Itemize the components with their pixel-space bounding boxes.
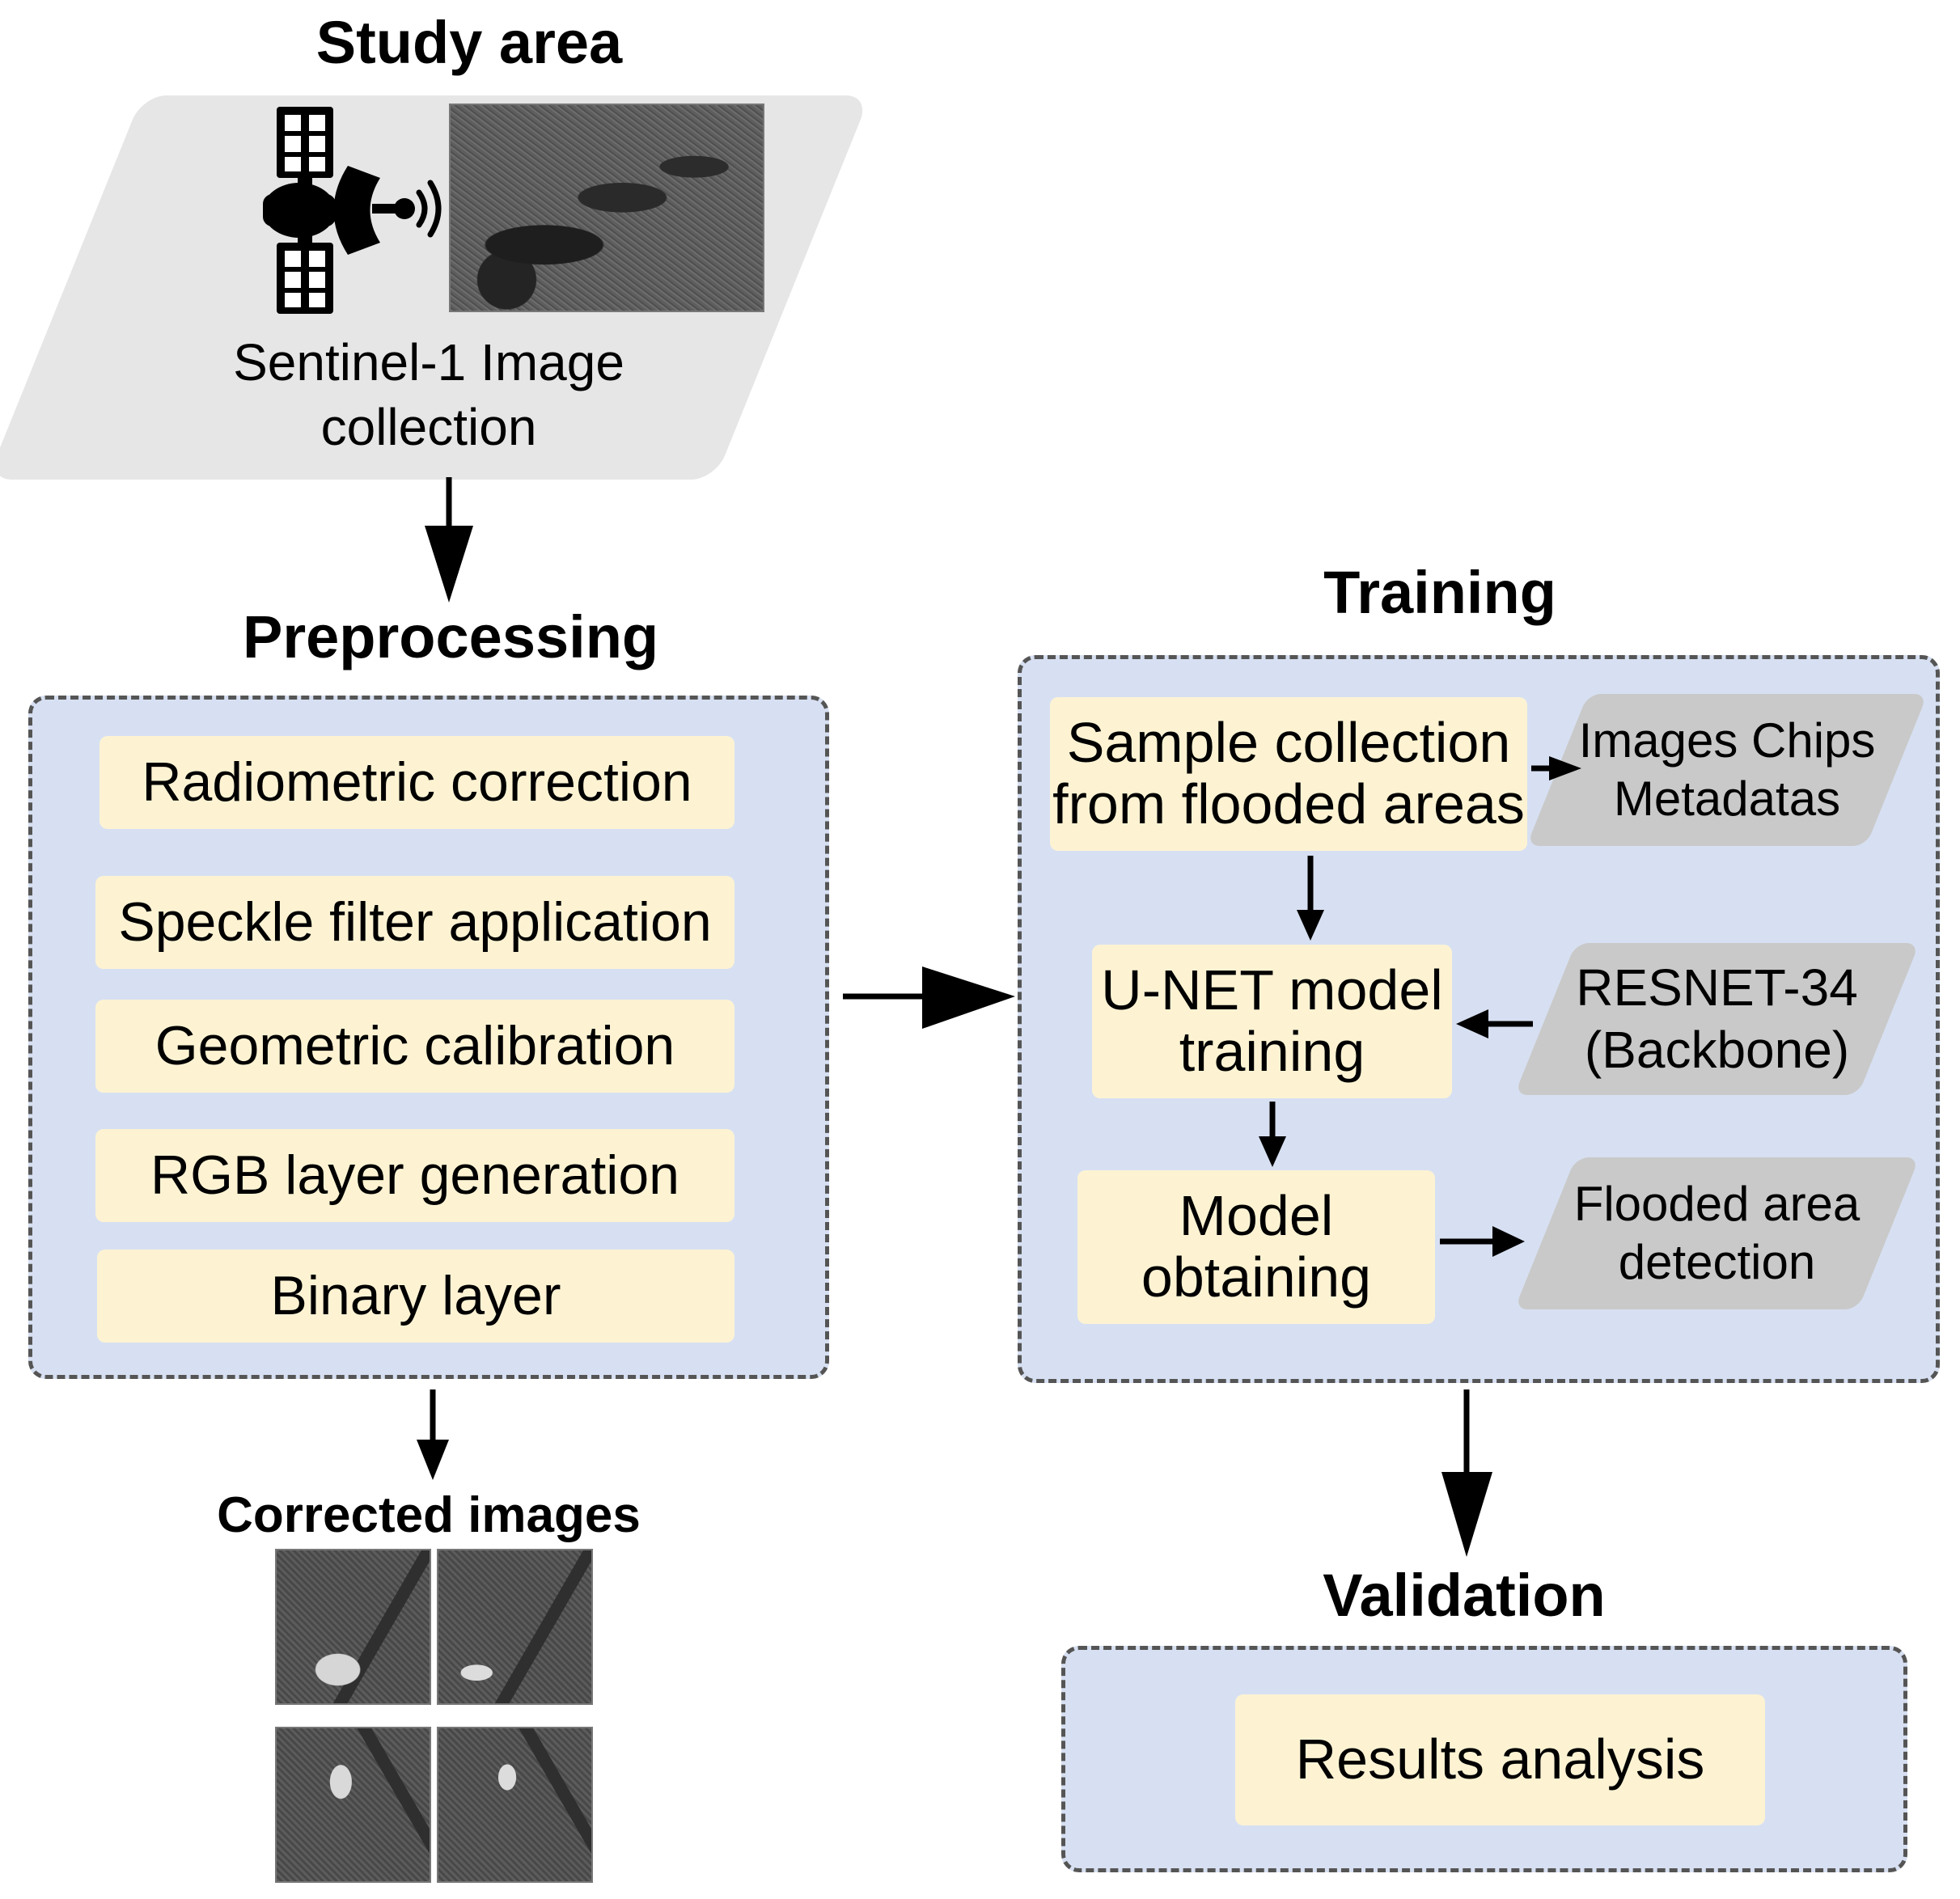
arrow-model-to-flooded-head	[1492, 1226, 1525, 1257]
study-area-caption-line1: Sentinel-1 Image	[233, 333, 624, 391]
corrected-image-1	[275, 1549, 431, 1705]
model-obtaining-line2: obtaining	[1141, 1246, 1372, 1309]
sentinel-sar-image	[449, 104, 764, 312]
preprocessing-step-binary: Binary layer	[97, 1250, 734, 1343]
results-analysis-step: Results analysis	[1235, 1694, 1765, 1825]
training-title: Training	[1323, 559, 1556, 626]
study-area-title: Study area	[315, 9, 623, 76]
corrected-images-title: Corrected images	[217, 1487, 641, 1543]
validation-title: Validation	[1323, 1562, 1606, 1629]
flooded-area-line1: Flooded area	[1573, 1177, 1861, 1231]
resnet-backbone-data: RESNET-34 (Backbone)	[1514, 943, 1920, 1095]
corrected-image-2	[437, 1549, 593, 1705]
sample-collection-line1: Sample collection	[1066, 711, 1511, 775]
preprocessing-title: Preprocessing	[243, 603, 659, 670]
unet-training-line2: training	[1179, 1020, 1365, 1083]
resnet-line1: RESNET-34	[1576, 958, 1858, 1017]
validation-group	[1061, 1646, 1907, 1872]
resnet-line2: (Backbone)	[1584, 1021, 1850, 1079]
model-obtaining-line1: Model	[1179, 1184, 1334, 1248]
sample-collection-line2: from flooded areas	[1052, 772, 1525, 835]
arrow-resnet-to-unet-head	[1456, 1009, 1488, 1038]
unet-training-line1: U-NET model	[1101, 958, 1443, 1022]
preprocessing-step-speckle: Speckle filter application	[95, 876, 734, 969]
sample-collection-step: Sample collection from flooded areas	[1050, 697, 1527, 851]
images-chips-data: Images Chips Metadatas	[1526, 694, 1928, 846]
corrected-image-4	[437, 1727, 593, 1883]
study-area-caption-line2: collection	[320, 398, 537, 456]
flooded-area-data: Flooded area detection	[1514, 1157, 1920, 1309]
images-chips-line1: Images Chips	[1578, 713, 1876, 768]
arrow-sample-to-chips-head	[1549, 756, 1581, 780]
preprocessing-step-geometric: Geometric calibration	[95, 1000, 734, 1093]
study-area-caption: Sentinel-1 Image collection	[186, 330, 671, 459]
arrow-sample-to-unet-head	[1297, 910, 1324, 941]
images-chips-line2: Metadatas	[1613, 772, 1841, 826]
unet-training-step: U-NET model training	[1092, 945, 1452, 1098]
arrow-study-to-preprocessing-head	[425, 526, 473, 603]
model-obtaining-step: Model obtaining	[1077, 1170, 1435, 1324]
preprocessing-step-radiometric: Radiometric correction	[99, 736, 734, 829]
flooded-area-line2: detection	[1618, 1235, 1816, 1289]
corrected-image-3	[275, 1727, 431, 1883]
arrow-preprocessing-to-corrected-head	[417, 1440, 449, 1480]
preprocessing-step-rgb: RGB layer generation	[95, 1129, 734, 1222]
arrow-training-to-validation-head	[1441, 1472, 1492, 1557]
arrow-unet-to-model-head	[1259, 1136, 1286, 1167]
arrow-preprocessing-to-training-head	[922, 966, 1015, 1029]
